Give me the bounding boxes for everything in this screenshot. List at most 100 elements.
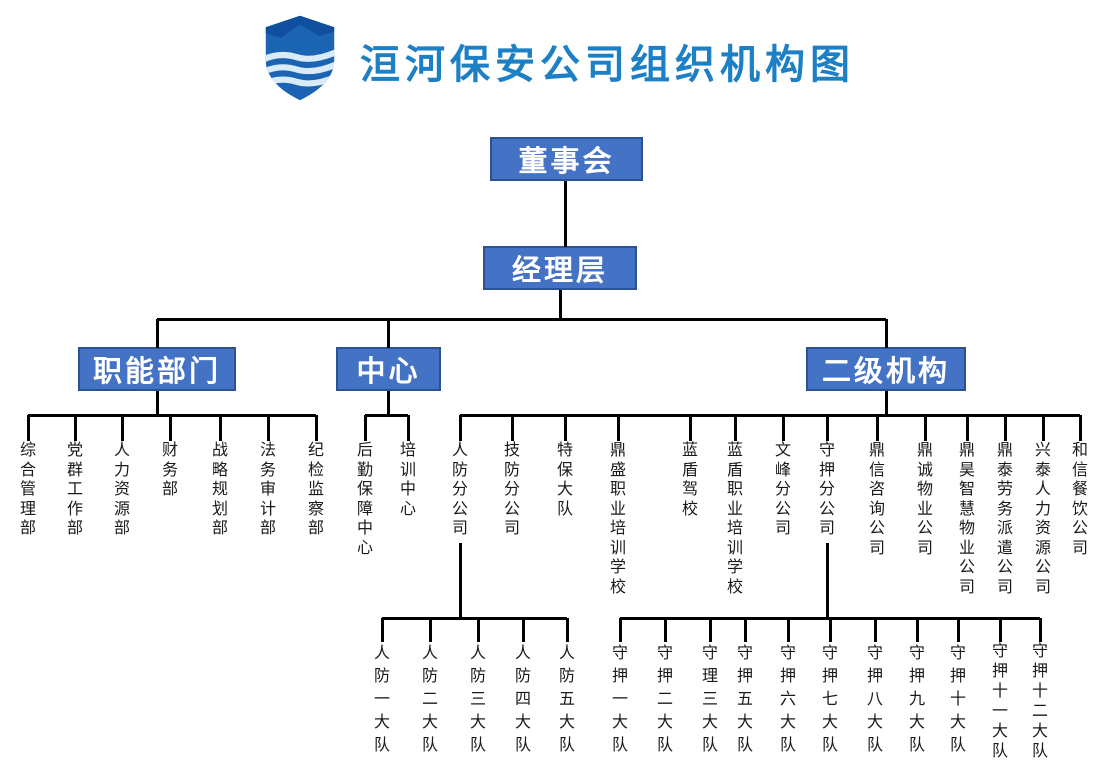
org-leaf-label: 鼎泰劳务派遣公司 bbox=[996, 442, 1013, 596]
connector-line bbox=[120, 415, 124, 441]
node-board-of-directors-label: 董事会 bbox=[518, 146, 615, 178]
org-leaf-label: 守押六大队 bbox=[779, 645, 796, 754]
org-leaf-label: 后勤保障中心 bbox=[356, 442, 373, 557]
connector-line bbox=[616, 415, 620, 441]
connector-line bbox=[873, 618, 877, 642]
company-shield-logo bbox=[265, 15, 335, 101]
node-management-layer: 经理层 bbox=[483, 246, 637, 290]
connector-line bbox=[386, 319, 390, 348]
connector-line bbox=[828, 618, 832, 642]
connector-line bbox=[558, 290, 562, 319]
connector-line bbox=[875, 415, 879, 441]
org-leaf-label: 人力资源部 bbox=[113, 442, 130, 537]
connector-line bbox=[565, 618, 569, 642]
connector-line bbox=[956, 618, 960, 642]
connector-line bbox=[563, 415, 567, 441]
node-functional-departments-label: 职能部门 bbox=[92, 356, 221, 388]
node-secondary-organizations: 二级机构 bbox=[806, 347, 966, 391]
org-leaf-label: 和信餐饮公司 bbox=[1071, 442, 1088, 557]
connector-line bbox=[1041, 415, 1045, 441]
node-board-of-directors: 董事会 bbox=[490, 137, 643, 181]
connector-line bbox=[965, 415, 969, 441]
org-leaf-label: 蓝盾职业培训学校 bbox=[726, 442, 743, 596]
node-secondary-organizations-label: 二级机构 bbox=[821, 356, 950, 388]
connector-line bbox=[825, 543, 829, 618]
connector-line bbox=[998, 618, 1002, 642]
org-leaf-label: 纪检监察部 bbox=[307, 442, 324, 537]
org-leaf-label: 财务部 bbox=[161, 442, 178, 498]
connector-line bbox=[743, 618, 747, 642]
org-leaf-label: 守押七大队 bbox=[821, 645, 838, 754]
connector-line bbox=[218, 415, 222, 441]
org-leaf-label: 鼎诚物业公司 bbox=[916, 442, 933, 557]
connector-line bbox=[708, 618, 712, 642]
connector-line bbox=[1038, 618, 1042, 642]
org-leaf-label: 综合管理部 bbox=[19, 442, 36, 537]
org-leaf-label: 鼎盛职业培训学校 bbox=[609, 442, 626, 596]
connector-line bbox=[428, 618, 432, 642]
org-leaf-label: 技防分公司 bbox=[503, 442, 520, 537]
org-leaf-label: 守押十一大队 bbox=[991, 643, 1008, 760]
org-leaf-label: 守理三大队 bbox=[701, 645, 718, 754]
connector-line bbox=[781, 415, 785, 441]
org-leaf-label: 鼎昊智慧物业公司 bbox=[958, 442, 975, 596]
connector-line bbox=[688, 415, 692, 441]
connector-line bbox=[510, 415, 514, 441]
org-leaf-label: 党群工作部 bbox=[66, 442, 83, 537]
connector-line bbox=[314, 415, 318, 441]
node-centers-label: 中心 bbox=[356, 356, 421, 388]
org-leaf-label: 特保大队 bbox=[556, 442, 573, 518]
connector-line bbox=[458, 543, 462, 618]
connector-line bbox=[915, 618, 919, 642]
org-leaf-label: 守押二大队 bbox=[656, 645, 673, 754]
connector-line bbox=[363, 415, 367, 441]
org-leaf-label: 鼎信咨询公司 bbox=[868, 442, 885, 557]
org-leaf-label: 培训中心 bbox=[399, 442, 416, 518]
connector-line bbox=[458, 415, 462, 441]
org-leaf-label: 守押十二大队 bbox=[1031, 643, 1048, 760]
connector-line bbox=[382, 616, 567, 620]
connector-line bbox=[157, 317, 886, 321]
connector-line bbox=[73, 415, 77, 441]
org-leaf-label: 守押十大队 bbox=[949, 645, 966, 754]
connector-line bbox=[825, 415, 829, 441]
org-leaf-label: 守押九大队 bbox=[908, 645, 925, 754]
connector-line bbox=[663, 618, 667, 642]
node-centers: 中心 bbox=[336, 347, 441, 391]
logo-wave-stripe bbox=[265, 60, 335, 75]
connector-line bbox=[563, 181, 567, 247]
org-leaf-label: 兴泰人力资源公司 bbox=[1034, 442, 1051, 596]
connector-line bbox=[168, 415, 172, 441]
node-management-layer-label: 经理层 bbox=[511, 255, 608, 287]
connector-line bbox=[155, 319, 159, 348]
org-leaf-label: 人防三大队 bbox=[469, 645, 486, 754]
org-leaf-label: 人防四大队 bbox=[514, 645, 531, 754]
connector-line bbox=[884, 391, 888, 415]
connector-line bbox=[786, 618, 790, 642]
org-leaf-label: 人防一大队 bbox=[373, 645, 390, 754]
connector-line bbox=[406, 415, 410, 441]
connector-line bbox=[460, 413, 1080, 417]
node-functional-departments: 职能部门 bbox=[78, 347, 236, 391]
org-leaf-label: 法务审计部 bbox=[259, 442, 276, 537]
org-leaf-label: 守押一大队 bbox=[611, 645, 628, 754]
org-leaf-label: 人防分公司 bbox=[451, 442, 468, 537]
connector-line bbox=[26, 415, 30, 441]
connector-line bbox=[365, 413, 408, 417]
connector-line bbox=[266, 415, 270, 441]
connector-line bbox=[521, 618, 525, 642]
connector-line bbox=[1078, 415, 1082, 441]
connector-line bbox=[380, 618, 384, 642]
connector-line bbox=[476, 618, 480, 642]
connector-line bbox=[733, 415, 737, 441]
org-leaf-label: 战略规划部 bbox=[211, 442, 228, 537]
org-leaf-label: 守押分公司 bbox=[818, 442, 835, 537]
connector-line bbox=[1003, 415, 1007, 441]
org-leaf-label: 人防二大队 bbox=[421, 645, 438, 754]
org-leaf-label: 文峰分公司 bbox=[774, 442, 791, 537]
org-leaf-label: 蓝盾驾校 bbox=[681, 442, 698, 518]
connector-line bbox=[884, 319, 888, 348]
chart-title: 洹河保安公司组织机构图 bbox=[360, 43, 855, 87]
